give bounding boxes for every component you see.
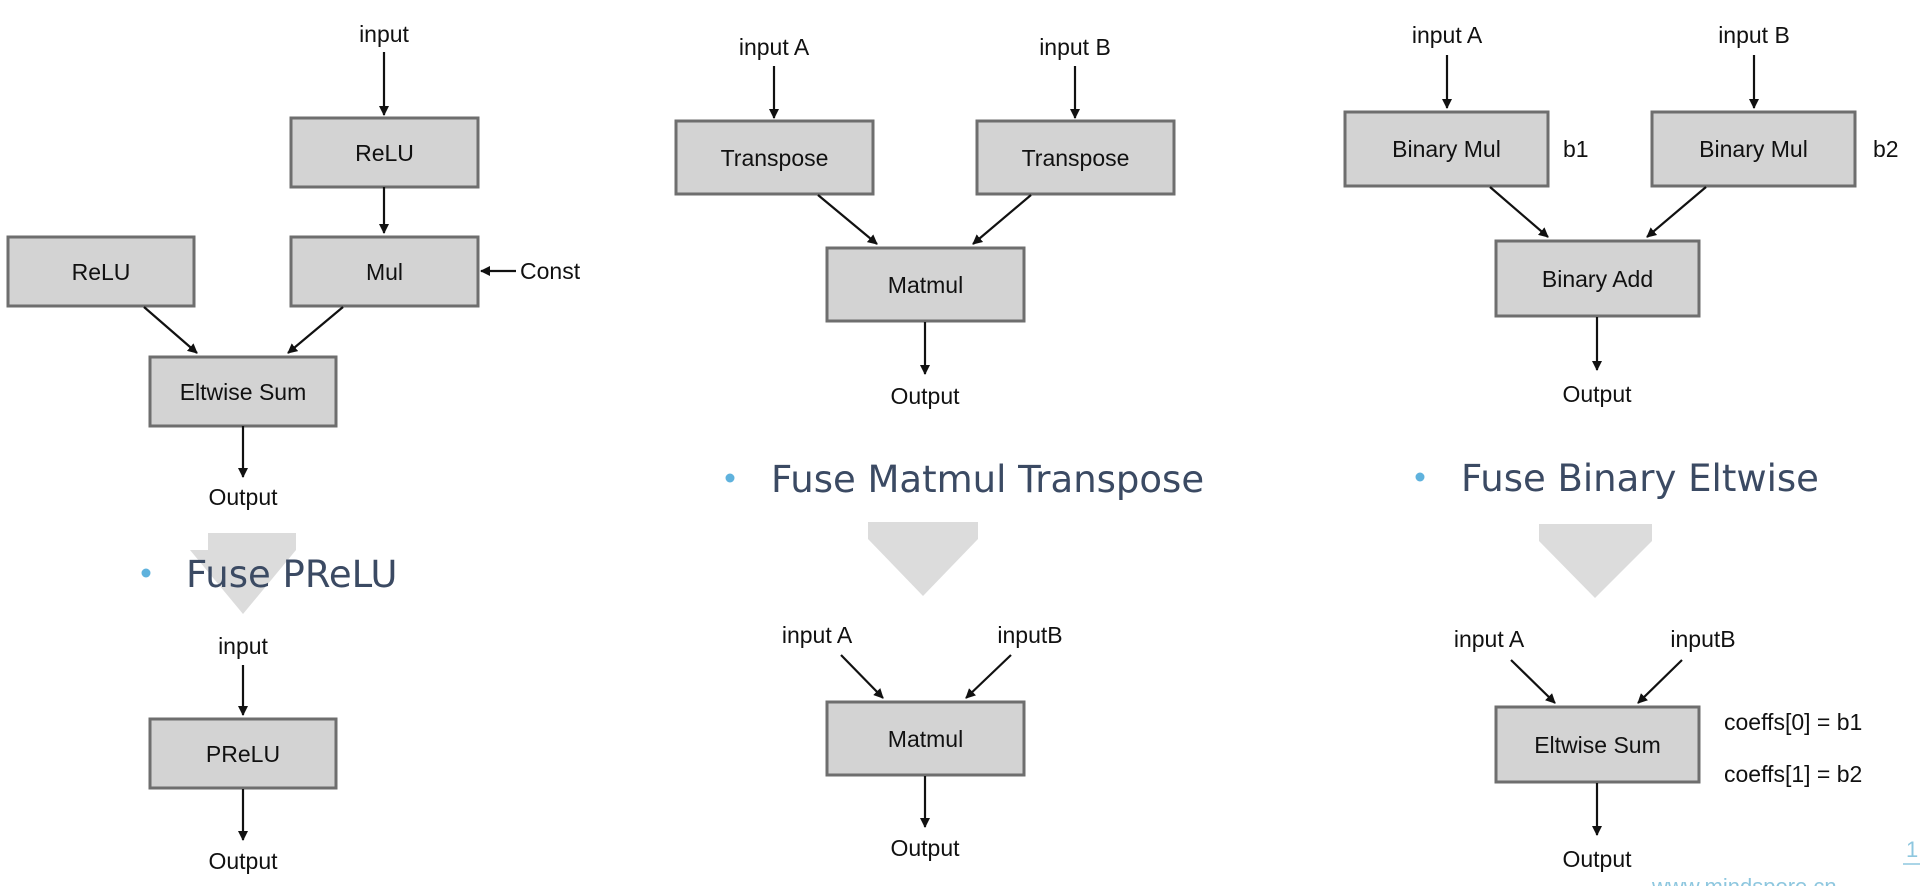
edge-after-b-to-matmul bbox=[965, 654, 1012, 699]
transpose-a-label: Transpose bbox=[721, 145, 829, 171]
binary-mul-a-label: Binary Mul bbox=[1392, 136, 1501, 162]
matmul-after-node bbox=[825, 700, 1026, 777]
relu-left-node bbox=[6, 235, 196, 308]
matmul-after-label: Matmul bbox=[888, 726, 963, 752]
page-number: 1 bbox=[1906, 837, 1918, 862]
transform-arrow bbox=[868, 522, 978, 596]
prelu-before-output-label: Output bbox=[208, 484, 278, 510]
b2-label: b2 bbox=[1873, 136, 1899, 162]
matmul-before-node bbox=[825, 246, 1026, 323]
prelu-after-input-label: input bbox=[218, 633, 268, 659]
coeff1-label: coeffs[1] = b2 bbox=[1724, 761, 1862, 787]
matmul-after-output-label: Output bbox=[890, 835, 960, 861]
transpose-b-node bbox=[975, 119, 1176, 196]
bullet-dot bbox=[1415, 472, 1425, 482]
matmul-after-input-a-label: input A bbox=[782, 622, 853, 648]
edge-mul-a-to-add bbox=[1489, 186, 1549, 238]
eltwise-sum-label: Eltwise Sum bbox=[180, 379, 307, 405]
edge-relu-left-to-sum bbox=[143, 306, 198, 354]
edge-after-a-to-matmul bbox=[840, 654, 884, 699]
binary-after-output-label: Output bbox=[1562, 846, 1632, 872]
binary-add-node bbox=[1494, 239, 1701, 318]
binary-after-input-a-label: input A bbox=[1454, 626, 1525, 652]
coeff0-label: coeffs[0] = b1 bbox=[1724, 709, 1862, 735]
prelu-node bbox=[148, 717, 338, 790]
mul-node bbox=[289, 235, 480, 308]
edge-after-a-to-sum bbox=[1510, 659, 1556, 704]
matmul-input-b-label: input B bbox=[1039, 34, 1111, 60]
binary-after-input-b-label: inputB bbox=[1670, 626, 1735, 652]
transpose-b-label: Transpose bbox=[1022, 145, 1130, 171]
matmul-title: Fuse Matmul Transpose bbox=[771, 458, 1204, 501]
edge-transpose-b-to-matmul bbox=[972, 194, 1032, 245]
edge-mul-b-to-add bbox=[1646, 186, 1707, 238]
eltwise-sum-after-label: Eltwise Sum bbox=[1534, 732, 1661, 758]
edge-mul-to-sum bbox=[287, 306, 344, 354]
prelu-panel: input ReLU ReLU Mul Const Eltwise Sum Ou… bbox=[6, 21, 581, 874]
binary-mul-a-node bbox=[1343, 110, 1550, 188]
matmul-panel: input A input B Transpose Transpose Matm… bbox=[674, 34, 1204, 861]
binary-add-label: Binary Add bbox=[1542, 266, 1653, 292]
matmul-after-input-b-label: inputB bbox=[997, 622, 1062, 648]
binary-title: Fuse Binary Eltwise bbox=[1461, 457, 1819, 500]
transform-arrow bbox=[190, 533, 296, 614]
bullet-dot bbox=[725, 473, 735, 483]
eltwise-sum-after-node bbox=[1494, 705, 1701, 784]
binary-before-output-label: Output bbox=[1562, 381, 1632, 407]
bullet-dot bbox=[141, 568, 151, 578]
relu-top-label: ReLU bbox=[355, 140, 414, 166]
const-label: Const bbox=[520, 258, 581, 284]
prelu-after-output-label: Output bbox=[208, 848, 278, 874]
binary-input-b-label: input B bbox=[1718, 22, 1790, 48]
prelu-node-label: PReLU bbox=[206, 741, 280, 767]
prelu-title: Fuse PReLU bbox=[186, 553, 398, 596]
transform-arrow bbox=[1539, 524, 1652, 598]
edge-transpose-a-to-matmul bbox=[817, 194, 878, 245]
binary-input-a-label: input A bbox=[1412, 22, 1483, 48]
matmul-input-a-label: input A bbox=[739, 34, 810, 60]
mul-label: Mul bbox=[366, 259, 403, 285]
edge-after-b-to-sum bbox=[1637, 659, 1683, 704]
binary-mul-b-node bbox=[1650, 110, 1857, 188]
relu-left-label: ReLU bbox=[72, 259, 131, 285]
website-link[interactable]: www.mindspore.cn bbox=[1651, 874, 1837, 886]
binary-panel: input A input B Binary Mul b1 Binary Mul… bbox=[1343, 22, 1899, 872]
matmul-before-label: Matmul bbox=[888, 272, 963, 298]
matmul-before-output-label: Output bbox=[890, 383, 960, 409]
transpose-a-node bbox=[674, 119, 875, 196]
binary-mul-b-label: Binary Mul bbox=[1699, 136, 1808, 162]
b1-label: b1 bbox=[1563, 136, 1589, 162]
prelu-input-label: input bbox=[359, 21, 409, 47]
